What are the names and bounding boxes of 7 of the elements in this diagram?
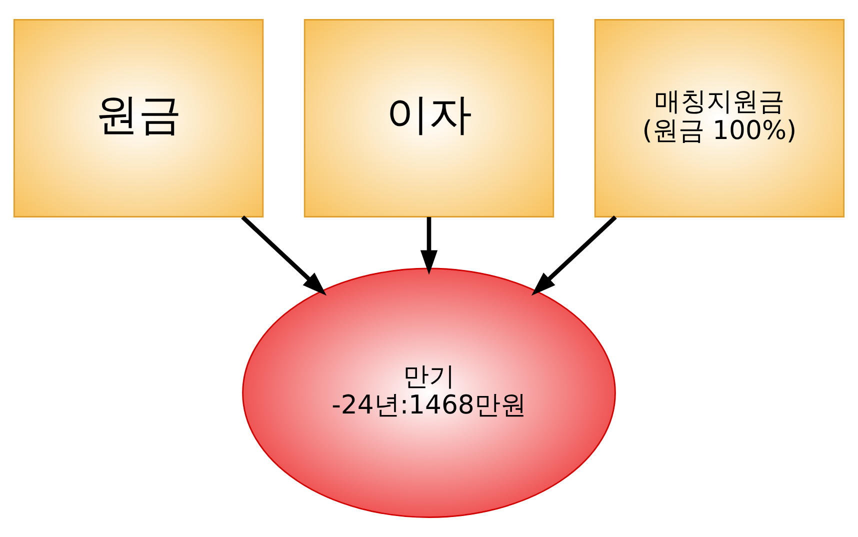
arrow	[531, 215, 617, 296]
node-box: 원금	[13, 19, 264, 218]
node-box: 매칭지원금 (원금 100%)	[594, 19, 845, 218]
arrow	[241, 215, 327, 296]
arrow	[420, 217, 438, 275]
node-ellipse: 만기 -24년:1468만원	[242, 268, 616, 518]
node-box: 이자	[304, 19, 554, 218]
